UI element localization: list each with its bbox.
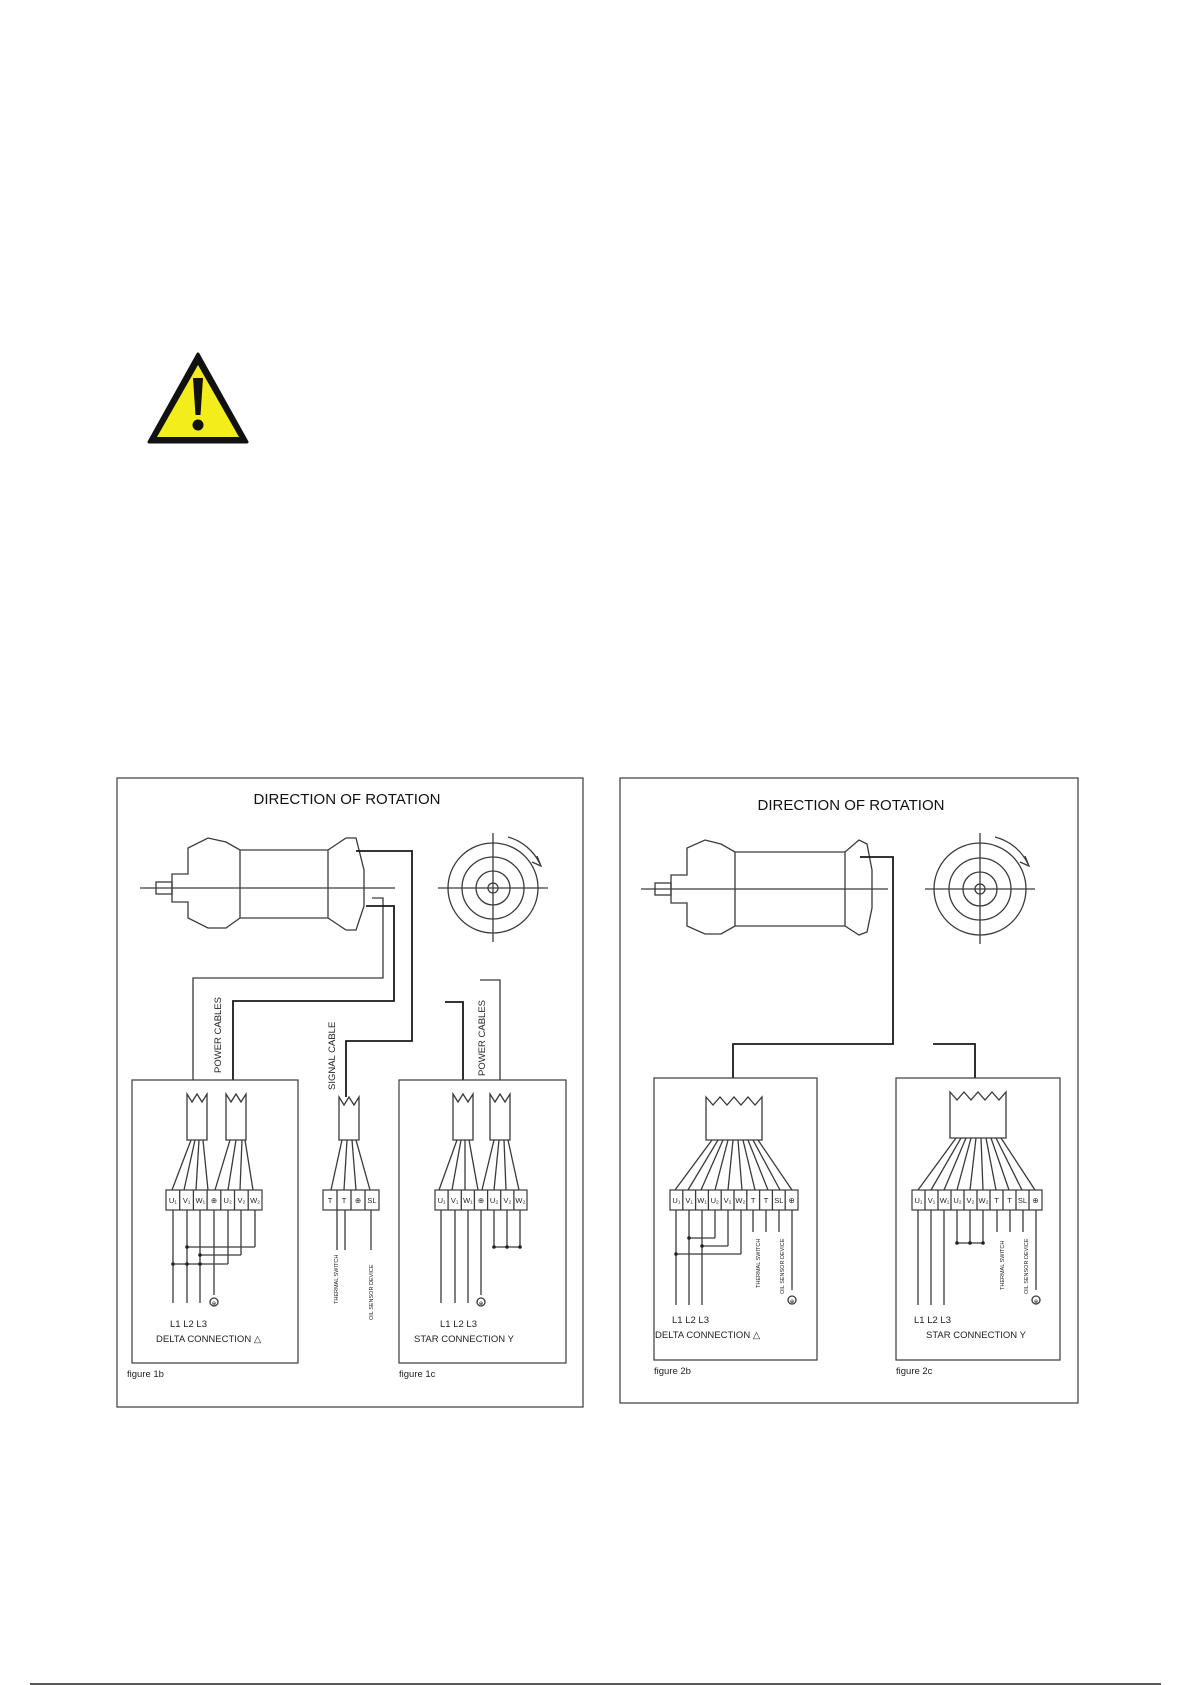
terminal-v1: V₁ [183,1196,191,1205]
terminal-u1: U₁ [672,1196,680,1205]
terminal-sl: SL [774,1196,783,1205]
terminal-t1: T [751,1196,756,1205]
terminal-u2: U₂ [490,1196,498,1205]
terminal-w1: W₁ [940,1196,950,1205]
terminal-v1: V₁ [451,1196,459,1205]
terminal-w1: W₁ [195,1196,205,1205]
terminal-u2: U₂ [224,1196,232,1205]
signal-terminal-t1: T [328,1196,333,1205]
delta-connection-label-2b: DELTA CONNECTION △ [655,1330,761,1341]
oil-sensor-label-2c: OIL SENSOR DEVICE [1024,1238,1030,1294]
terminal-ground: ⊕ [211,1196,217,1205]
terminal-w2: W₂ [250,1196,260,1205]
cable-routes-1 [192,850,501,1097]
thermal-switch-label-1: THERMAL SWITCH [334,1255,340,1304]
terminal-v2: V₂ [503,1196,511,1205]
figure-2c-label: figure 2c [896,1366,933,1377]
figure-1b-label: figure 1b [127,1369,164,1380]
lines-label-2b: L1 L2 L3 [672,1315,709,1326]
lines-label-2c: L1 L2 L3 [914,1315,951,1326]
terminal-t1: T [994,1196,999,1205]
ground-symbol-2c: ⊕ [1034,1299,1039,1305]
terminal-u1: U₁ [438,1196,446,1205]
power-cables-label-2: POWER CABLES [477,1000,488,1076]
figure-2b-label: figure 2b [654,1366,691,1377]
terminal-u1: U₁ [915,1196,923,1205]
figure-1c-label: figure 1c [399,1369,436,1380]
terminal-ground: ⊕ [1032,1196,1038,1205]
terminal-v1: V₁ [685,1196,693,1205]
warning-triangle-icon [147,352,249,444]
delta-connection-1b: U₁ V₁ W₁ ⊕ U₂ V₂ W₂ [127,1079,299,1380]
terminal-block-1b: U₁ V₁ W₁ ⊕ U₂ V₂ W₂ [165,1189,263,1211]
panel-2-title: DIRECTION OF ROTATION [758,797,945,814]
panel-1-title: DIRECTION OF ROTATION [254,791,441,808]
lines-label-1b: L1 L2 L3 [170,1319,207,1330]
motor-2 [641,839,888,936]
thermal-switch-label-2c: THERMAL SWITCH [1000,1241,1006,1290]
star-connection-label-1c: STAR CONNECTION Y [414,1334,515,1345]
terminal-t2: T [764,1196,769,1205]
terminal-u2: U₂ [953,1196,961,1205]
star-connection-2c: U₁ V₁ W₁ U₂ V₂ W₂ T T SL ⊕ [895,1077,1061,1377]
terminal-t2: T [1007,1196,1012,1205]
ground-symbol-1c: ⊕ [479,1301,484,1307]
signal-cable-label: SIGNAL CABLE [327,1022,338,1090]
wiring-diagram-panel-2: DIRECTION OF ROTATION [619,777,1079,1404]
ground-symbol-1b: ⊕ [212,1301,217,1307]
motor-1 [140,837,395,931]
terminal-u2: U₂ [711,1196,719,1205]
rotation-indicator-1 [438,833,548,942]
lines-label-1c: L1 L2 L3 [440,1319,477,1330]
signal-terminal-sl: SL [367,1196,376,1205]
delta-connection-label-1b: DELTA CONNECTION △ [156,1334,262,1345]
terminal-w2: W₂ [979,1196,989,1205]
power-cables-label-1: POWER CABLES [213,997,224,1073]
terminal-ground: ⊕ [478,1196,484,1205]
terminal-w1: W₁ [463,1196,473,1205]
terminal-v2: V₂ [724,1196,732,1205]
thermal-switch-label-2b: THERMAL SWITCH [756,1239,762,1288]
terminal-w2: W₂ [515,1196,525,1205]
star-connection-label-2c: STAR CONNECTION Y [926,1330,1027,1341]
oil-sensor-label-2b: OIL SENSOR DEVICE [780,1238,786,1294]
terminal-w2: W₂ [735,1196,745,1205]
terminal-w1: W₁ [697,1196,707,1205]
terminal-ground: ⊕ [788,1196,794,1205]
rotation-indicator-2 [925,833,1035,944]
delta-connection-2b: U₁ V₁ W₁ U₂ V₂ W₂ T T SL ⊕ [653,1077,818,1377]
wiring-diagram-panel-1: DIRECTION OF ROTATION [116,777,584,1408]
terminal-v1: V₁ [928,1196,936,1205]
terminal-u1: U₁ [169,1196,177,1205]
terminal-v2: V₂ [237,1196,245,1205]
ground-symbol-2b: ⊕ [790,1299,795,1305]
terminal-sl: SL [1018,1196,1027,1205]
terminal-v2: V₂ [967,1196,975,1205]
signal-terminal-ground: ⊕ [355,1196,361,1205]
star-connection-1c: U₁ V₁ W₁ ⊕ U₂ V₂ W₂ ⊕ L1 L2 L3 S [398,1079,567,1380]
signal-connection-1: T T ⊕ SL THERMAL SWITCH OIL SENSOR DEVIC… [322,1094,380,1320]
oil-sensor-label-1: OIL SENSOR DEVICE [369,1264,375,1320]
signal-terminal-t2: T [342,1196,347,1205]
